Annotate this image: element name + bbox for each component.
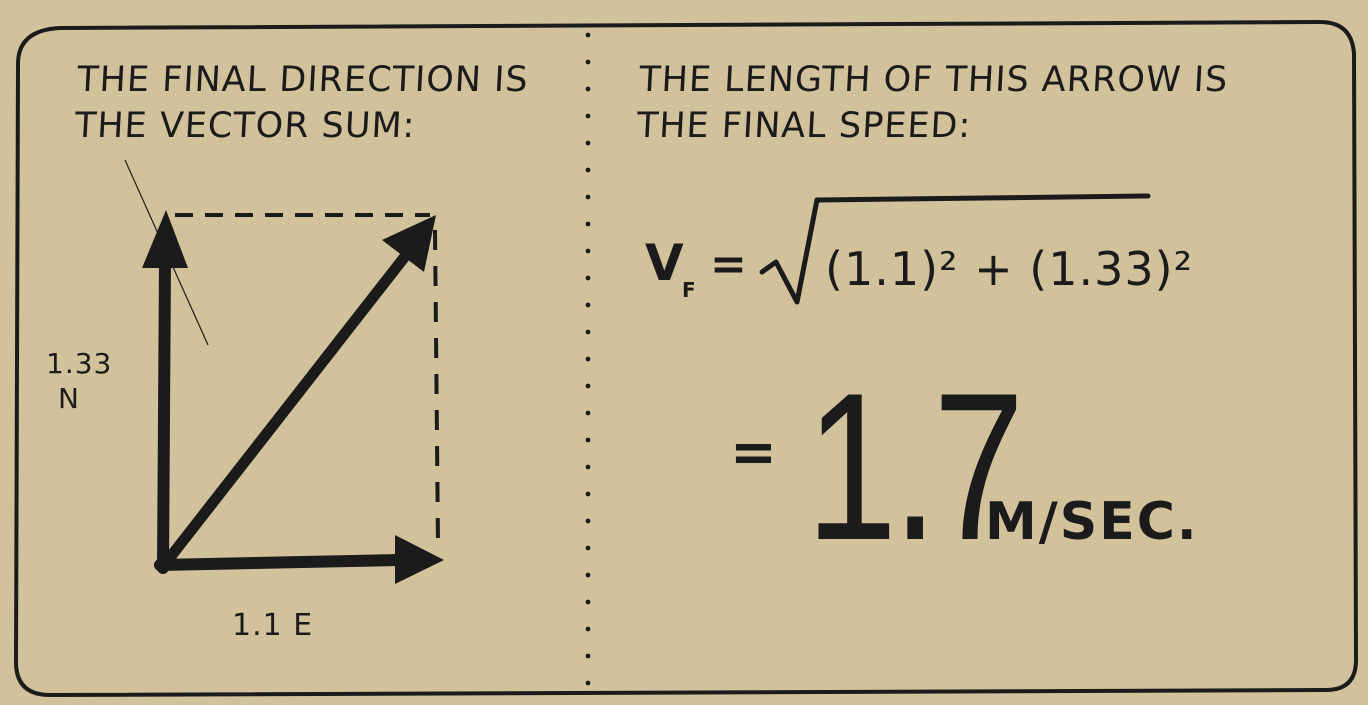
velocity-subscript: F [682, 278, 697, 302]
right-heading-line-1: THE LENGTH OF THIS ARROW IS [638, 60, 1230, 100]
result-value: 1.7 [806, 349, 1024, 584]
left-heading-line-1: THE FINAL DIRECTION IS [76, 60, 530, 100]
left-heading: THE FINAL DIRECTION IS THE VECTOR SUM: [74, 57, 530, 149]
north-vector-arrow [142, 210, 188, 574]
east-vector-arrow [154, 535, 444, 584]
formula-radicand: (1.1)² + (1.33)² [825, 242, 1194, 296]
result-equals-sign: = [730, 420, 778, 485]
north-magnitude-label: 1.33 [46, 347, 113, 380]
dotted-divider [585, 32, 591, 686]
dashed-right-line [433, 229, 440, 546]
north-direction-label: N [58, 382, 80, 415]
panel-border [14, 20, 1358, 697]
formula-equals-sign: = [710, 239, 748, 290]
result-unit: M/SEC. [985, 492, 1199, 552]
sqrt-radical-sign [759, 193, 1151, 305]
right-heading: THE LENGTH OF THIS ARROW IS THE FINAL SP… [636, 57, 1230, 149]
resultant-vector-arrow [162, 215, 436, 566]
left-heading-line-2: THE VECTOR SUM: [73, 106, 417, 146]
east-vector-label: 1.1 E [232, 608, 314, 643]
velocity-symbol: V [645, 234, 685, 292]
right-heading-line-2: THE FINAL SPEED: [635, 106, 973, 146]
